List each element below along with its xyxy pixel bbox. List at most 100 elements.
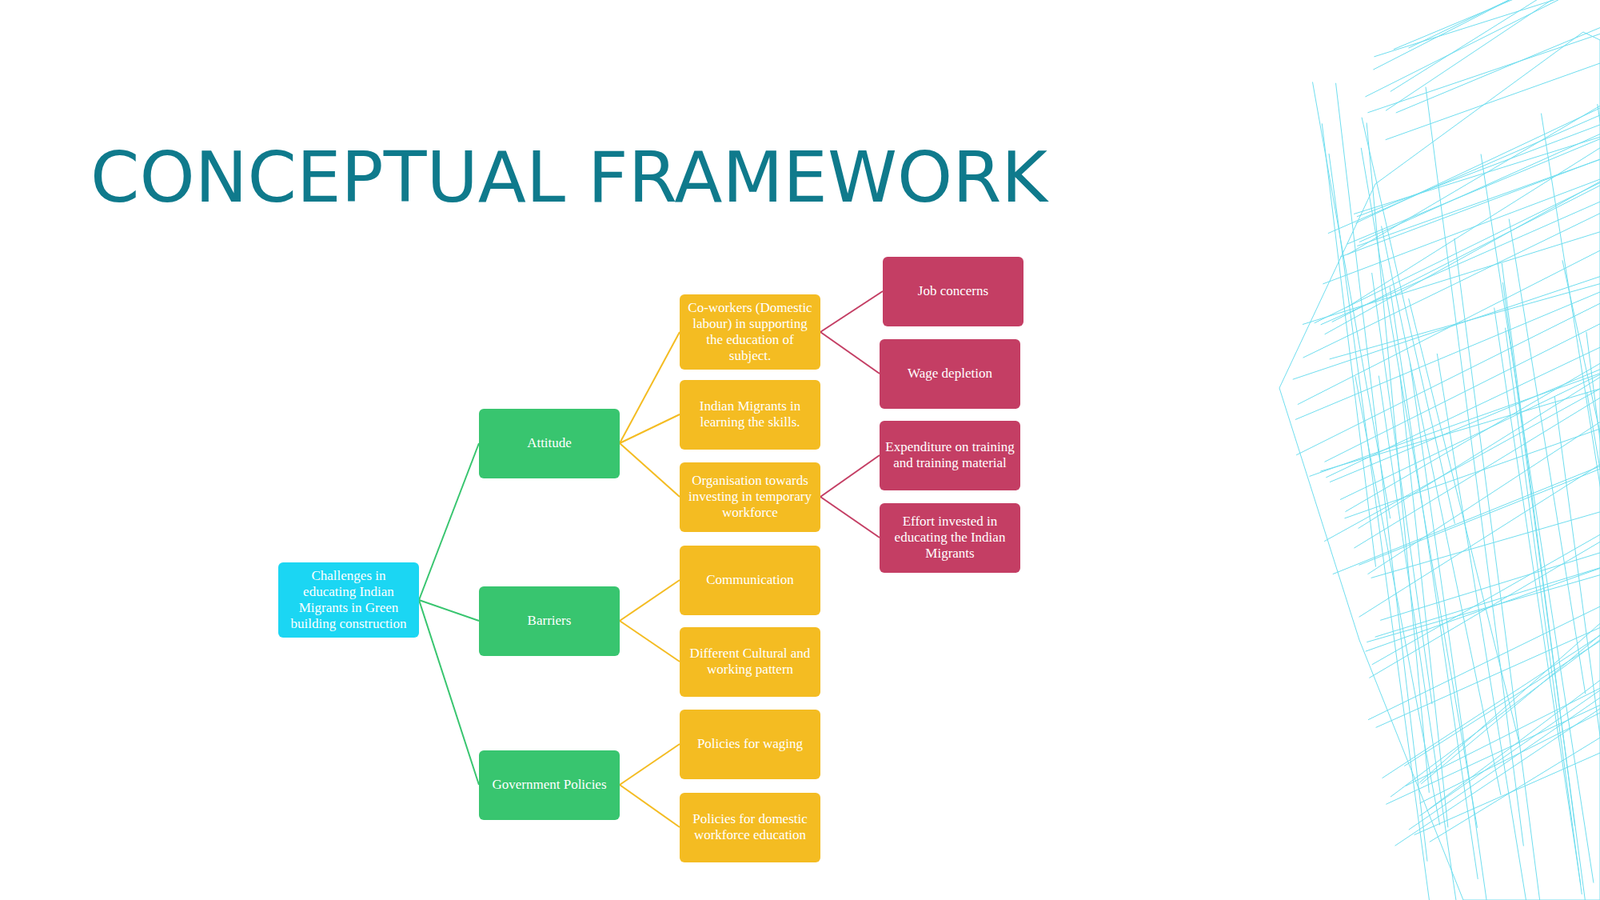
wireframe-stroke	[1324, 181, 1600, 335]
wireframe-stroke	[1340, 374, 1600, 499]
node-label: Organisation towards investing in tempor…	[685, 472, 815, 521]
wireframe-stroke	[1353, 397, 1600, 548]
wireframe-stroke	[1372, 0, 1600, 70]
category-box: Barriers	[478, 586, 620, 656]
wireframe-stroke	[1597, 103, 1600, 630]
wireframe-stroke	[1361, 117, 1455, 524]
node-label: Co-workers (Domestic labour) in supporti…	[685, 299, 815, 364]
wireframe-stroke	[1292, 276, 1600, 380]
subfactor-box: Effort invested in educating the Indian …	[879, 502, 1021, 573]
wireframe-stroke	[1381, 226, 1501, 795]
wireframe-stroke	[1408, 0, 1600, 48]
wireframe-stroke	[1324, 323, 1600, 463]
wireframe-stroke	[1505, 327, 1583, 894]
node-label: Expenditure on training and training mat…	[885, 438, 1015, 471]
wireframe-stroke	[1508, 219, 1586, 695]
wireframe-stroke	[1368, 541, 1600, 678]
connector-line	[820, 496, 880, 538]
node-label: Policies for waging	[697, 735, 803, 752]
wireframe-stroke	[1385, 0, 1600, 111]
factor-box: Communication	[679, 545, 821, 615]
connector-line	[619, 442, 680, 497]
wireframe-stroke	[1336, 83, 1428, 862]
wireframe-stroke	[1587, 391, 1600, 824]
wireframe-stroke	[1586, 331, 1600, 827]
factor-box: Indian Migrants in learning the skills.	[679, 379, 821, 450]
connector-line	[619, 620, 680, 662]
wireframe-stroke	[1385, 63, 1600, 140]
wireframe-stroke	[1366, 574, 1600, 643]
node-label: Effort invested in educating the Indian …	[885, 513, 1015, 562]
subfactor-box: Job concerns	[882, 256, 1024, 327]
wireframe-stroke	[1355, 375, 1441, 825]
wireframe-stroke	[1373, 0, 1600, 57]
connector-line	[619, 784, 680, 827]
wireframe-stroke	[1409, 362, 1509, 900]
factor-box: Policies for domestic workforce educatio…	[679, 792, 821, 862]
wireframe-stroke	[1368, 422, 1600, 575]
connector-line	[418, 599, 479, 785]
factor-box: Co-workers (Domestic labour) in supporti…	[679, 294, 821, 370]
wireframe-stroke	[1344, 428, 1600, 519]
connector-line	[418, 442, 479, 600]
connector-line	[619, 331, 680, 443]
wireframe-stroke	[1346, 147, 1600, 308]
connector-line	[820, 291, 883, 332]
factor-box: Different Cultural and working pattern	[679, 626, 821, 697]
root-box: Challenges in educating Indian Migrants …	[278, 562, 419, 638]
wireframe-stroke	[1328, 115, 1600, 234]
wireframe-stroke	[1355, 107, 1600, 224]
wireframe-stroke	[1480, 154, 1594, 883]
wireframe-stroke	[1295, 291, 1600, 420]
wireframe-stroke	[1389, 287, 1478, 879]
category-box: Attitude	[478, 408, 620, 479]
factor-box: Policies for waging	[679, 709, 821, 779]
wireframe-stroke	[1364, 0, 1600, 97]
wireframe-stroke	[1356, 124, 1600, 217]
slide-title: CONCEPTUAL FRAMEWORK	[90, 142, 1048, 213]
node-label: Wage depletion	[907, 365, 993, 382]
connector-line	[820, 331, 880, 374]
wireframe-stroke	[1502, 282, 1600, 900]
node-label: Communication	[706, 571, 795, 588]
connector-line	[619, 414, 680, 443]
wireframe-stroke	[1347, 105, 1600, 255]
subfactor-box: Expenditure on training and training mat…	[879, 420, 1021, 491]
wireframe-stroke	[1390, 0, 1600, 92]
node-label: Job concerns	[917, 283, 989, 300]
wireframe-stroke	[1358, 468, 1600, 565]
wireframe-stroke	[1325, 347, 1600, 478]
wireframe-stroke	[1312, 81, 1390, 519]
wireframe-stroke	[1332, 185, 1600, 323]
wireframe-stroke	[1360, 147, 1477, 828]
node-label: Policies for domestic workforce educatio…	[685, 810, 815, 843]
wireframe-stroke	[1359, 134, 1600, 243]
connector-line	[418, 599, 479, 621]
wireframe-stroke	[1400, 374, 1449, 827]
wireframe-stroke	[1353, 136, 1600, 214]
wireframe-stroke	[1425, 87, 1524, 846]
wireframe-stroke	[1554, 395, 1600, 900]
node-label: Government Policies	[491, 776, 607, 793]
node-label: Indian Migrants in learning the skills.	[685, 398, 815, 431]
wireframe-stroke	[1329, 369, 1600, 483]
wireframe-stroke	[1314, 182, 1600, 323]
wireframe-stroke	[1324, 388, 1600, 542]
wireframe-stroke	[1562, 259, 1600, 768]
category-box: Government Policies	[478, 750, 620, 820]
subfactor-box: Wage depletion	[879, 339, 1021, 409]
wireframe-stroke	[1322, 179, 1600, 284]
node-label: Attitude	[526, 434, 572, 451]
connector-line	[619, 579, 680, 621]
node-label: Barriers	[527, 612, 572, 629]
building-outline	[1279, 31, 1600, 900]
connector-line	[619, 743, 680, 785]
wireframe-stroke	[1378, 375, 1483, 900]
node-label: Different Cultural and working pattern	[685, 645, 815, 678]
wireframe-stroke	[1347, 139, 1600, 245]
factor-box: Organisation towards investing in tempor…	[679, 462, 821, 532]
wireframe-stroke	[1408, 697, 1600, 830]
node-label: Challenges in educating Indian Migrants …	[283, 567, 414, 632]
wireframe-stroke	[1436, 353, 1555, 900]
wireframe-stroke	[1365, 567, 1600, 651]
